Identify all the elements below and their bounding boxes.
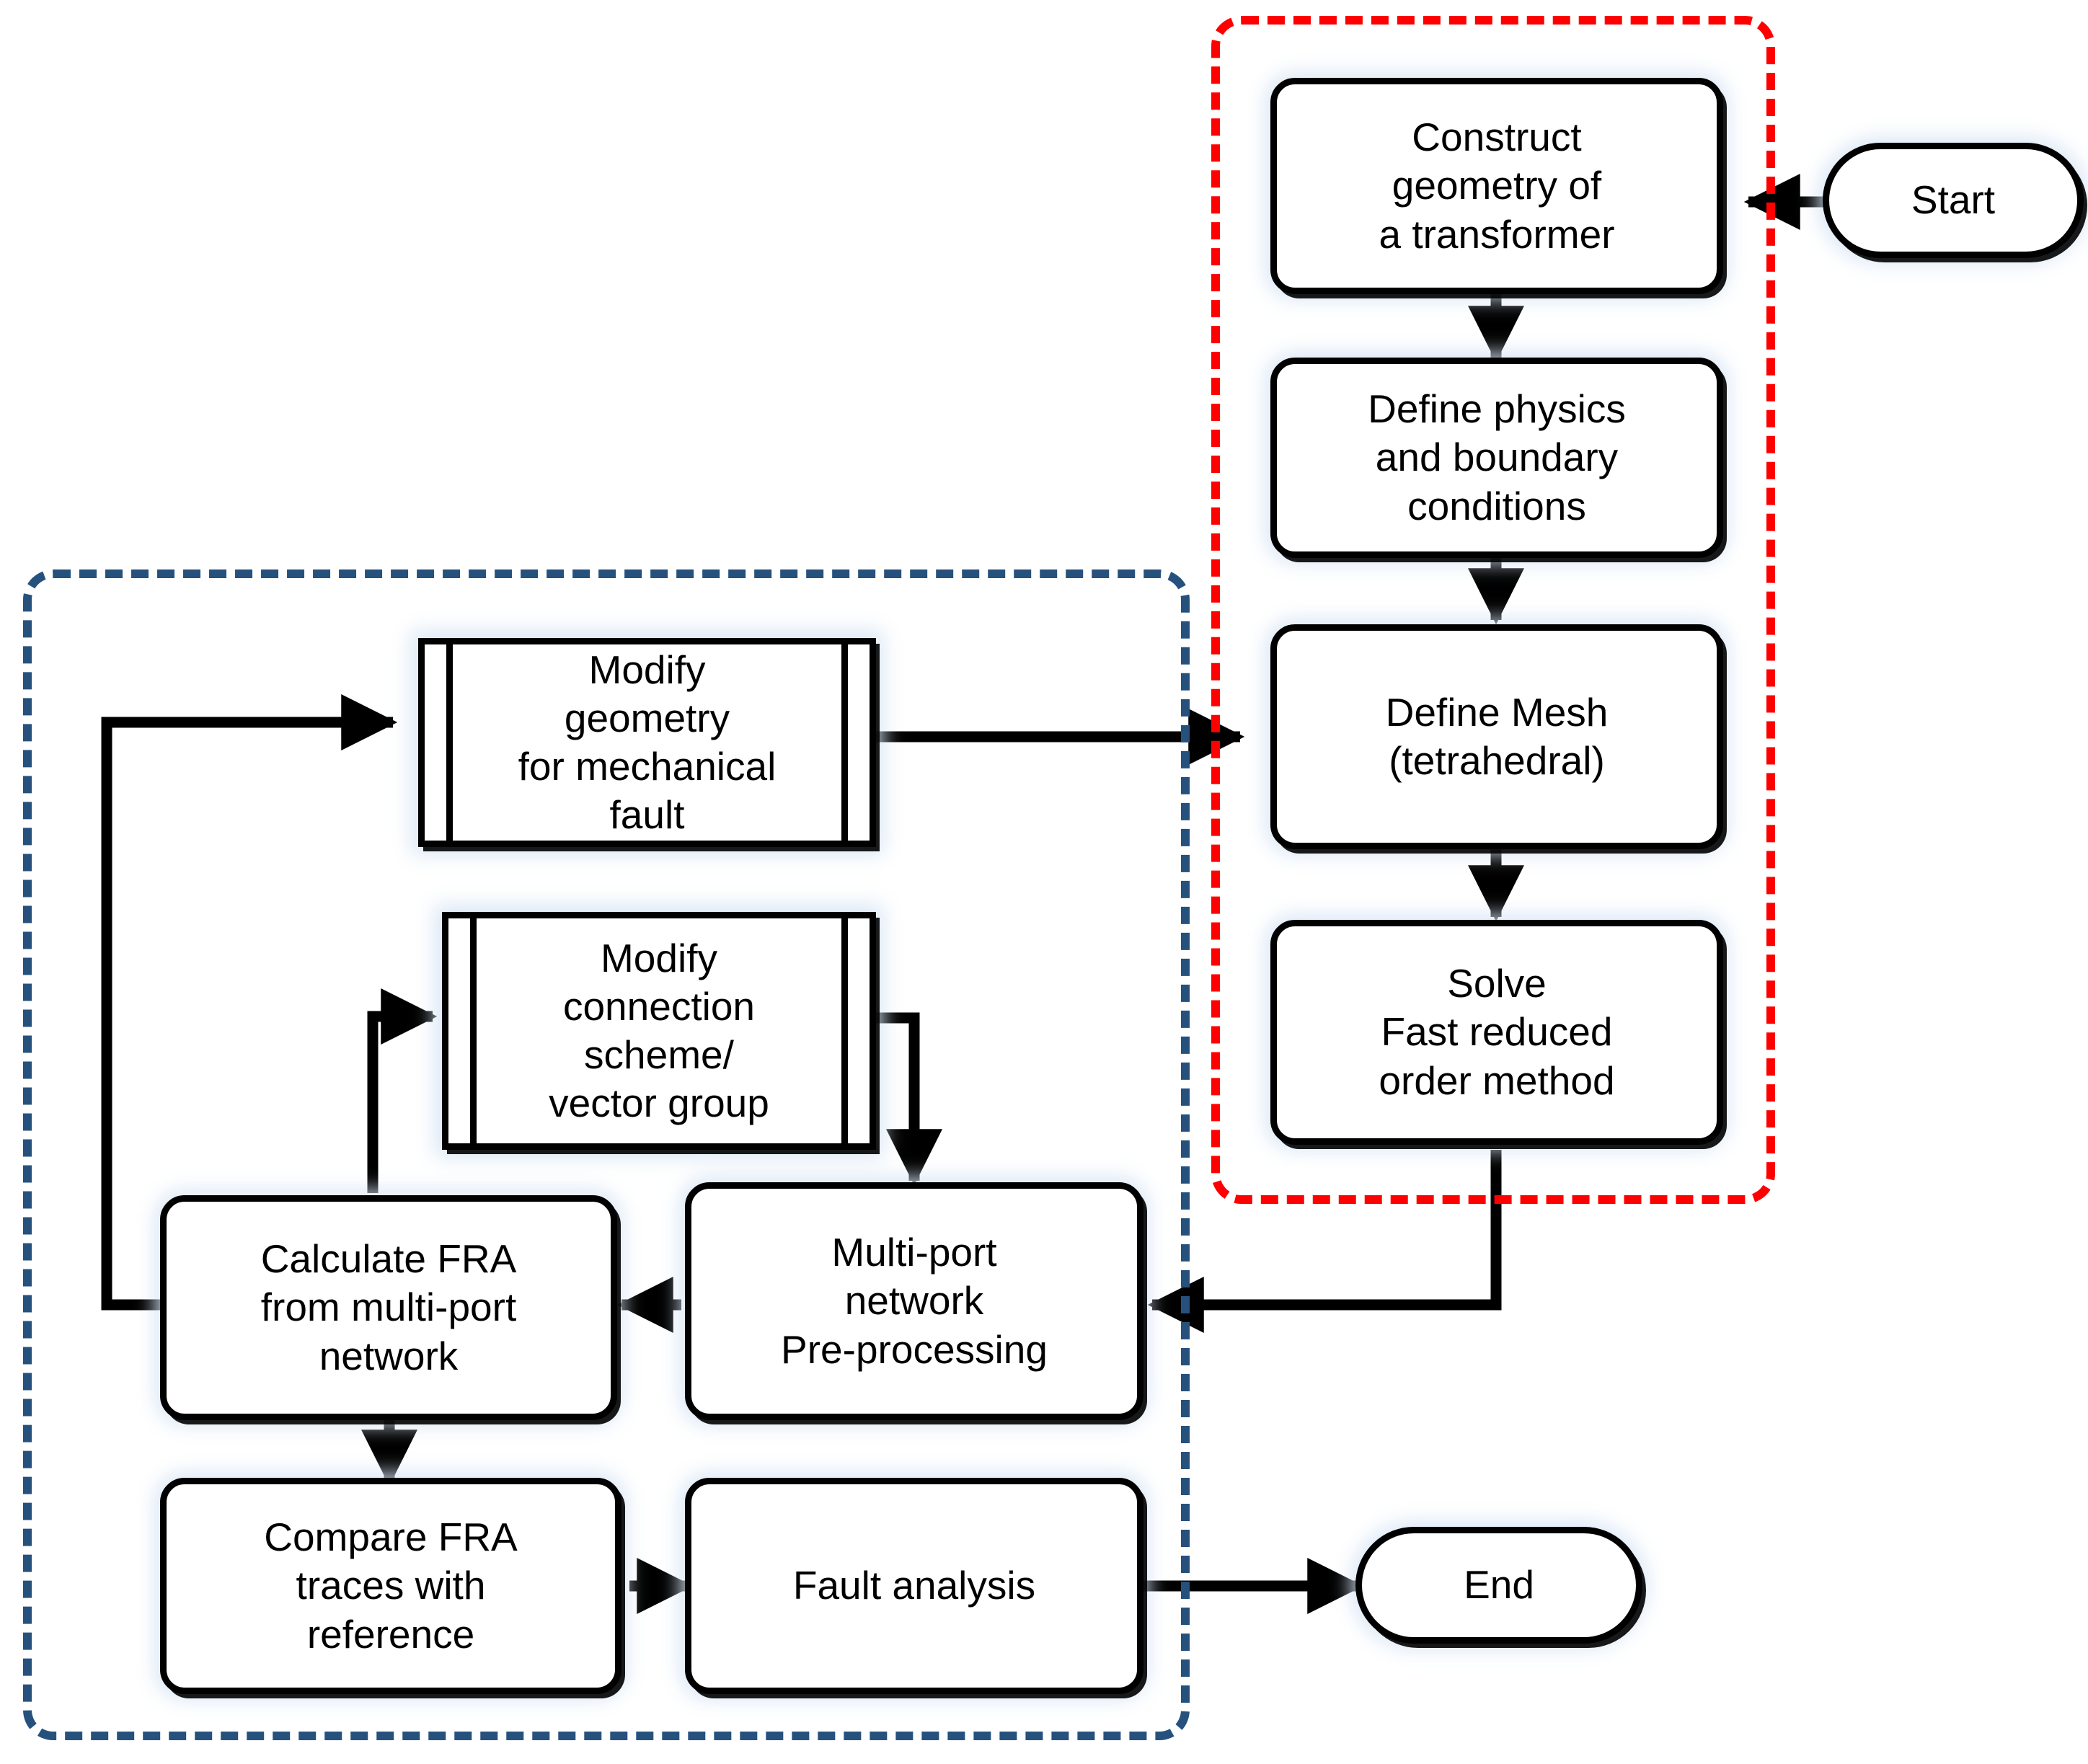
- node-end[interactable]: End: [1355, 1527, 1642, 1644]
- node-calculate-fra[interactable]: Calculate FRA from multi-port network: [160, 1195, 617, 1420]
- node-solve[interactable]: Solve Fast reduced order method: [1270, 920, 1723, 1145]
- line-3: a transformer: [1379, 211, 1615, 257]
- node-fault-analysis-label: Fault analysis: [792, 1563, 1036, 1608]
- line-2: geometry of: [1392, 163, 1602, 208]
- node-multiport-preprocessing[interactable]: Multi-port network Pre-processing: [685, 1182, 1143, 1420]
- line-1: Modify geometry: [564, 647, 730, 740]
- node-compare-fra[interactable]: Compare FRA traces with reference: [160, 1478, 621, 1694]
- line-3: scheme/: [584, 1032, 734, 1077]
- node-calculate-fra-label: Calculate FRA from multi-port network: [261, 1235, 517, 1380]
- node-modify-geometry-label: Modify geometry for mechanical fault: [425, 646, 870, 839]
- line-1: Calculate FRA: [260, 1236, 517, 1282]
- line-1: Compare FRA: [264, 1515, 518, 1560]
- line-1: Multi-port: [831, 1230, 997, 1275]
- line-1: Solve: [1447, 961, 1547, 1006]
- node-define-physics-label: Define physics and boundary conditions: [1368, 385, 1626, 530]
- predefined-process-right-bar: [841, 918, 848, 1143]
- line-2: traces with: [296, 1563, 486, 1608]
- line-3: fault: [609, 792, 685, 838]
- post-processing-group-boundary: [23, 569, 1190, 1740]
- node-modify-connection[interactable]: Modify connection scheme/ vector group: [442, 912, 876, 1150]
- line-2: Fast reduced: [1381, 1009, 1613, 1055]
- node-construct-geometry[interactable]: Construct geometry of a transformer: [1270, 78, 1723, 294]
- node-fault-analysis[interactable]: Fault analysis: [685, 1478, 1143, 1694]
- line-1: Define Mesh: [1385, 689, 1609, 735]
- node-construct-geometry-label: Construct geometry of a transformer: [1379, 113, 1614, 258]
- edge-modifyconn-to-multiport: [876, 1012, 942, 1186]
- line-1: Define physics: [1368, 386, 1626, 432]
- predefined-process-left-bar: [446, 644, 453, 841]
- line-3: reference: [306, 1611, 475, 1657]
- line-2: (tetrahedral): [1389, 738, 1605, 783]
- line-1: Construct: [1412, 115, 1582, 160]
- predefined-process-left-bar: [470, 918, 477, 1143]
- line-1: Modify: [600, 935, 717, 980]
- edge-calcfra-to-modifyconn: [367, 988, 438, 1193]
- node-start-label: Start: [1911, 177, 1996, 223]
- line-2: for mechanical: [518, 744, 777, 789]
- node-define-mesh-label: Define Mesh (tetrahedral): [1386, 688, 1609, 785]
- line-2: from multi-port: [260, 1285, 517, 1330]
- line-2: connection: [562, 983, 755, 1029]
- node-start[interactable]: Start: [1823, 143, 2084, 258]
- line-3: order method: [1379, 1058, 1615, 1103]
- node-compare-fra-label: Compare FRA traces with reference: [264, 1513, 517, 1658]
- edge-calcfra-to-modifygeom: [101, 694, 398, 1311]
- node-end-label: End: [1464, 1562, 1534, 1608]
- node-define-mesh[interactable]: Define Mesh (tetrahedral): [1270, 624, 1723, 849]
- line-3: network: [319, 1333, 459, 1378]
- node-modify-connection-label: Modify connection scheme/ vector group: [462, 934, 856, 1127]
- node-solve-label: Solve Fast reduced order method: [1379, 959, 1614, 1104]
- fem-simulation-group-boundary: [1211, 16, 1775, 1204]
- line-3: Pre-processing: [781, 1326, 1048, 1372]
- predefined-process-right-bar: [841, 644, 848, 841]
- node-multiport-preprocessing-label: Multi-port network Pre-processing: [781, 1228, 1048, 1373]
- line-2: network: [844, 1278, 984, 1324]
- line-3: conditions: [1407, 483, 1586, 528]
- line-4: vector group: [549, 1081, 769, 1126]
- node-modify-geometry[interactable]: Modify geometry for mechanical fault: [418, 638, 876, 847]
- node-define-physics[interactable]: Define physics and boundary conditions: [1270, 358, 1723, 558]
- line-2: and boundary: [1375, 435, 1619, 480]
